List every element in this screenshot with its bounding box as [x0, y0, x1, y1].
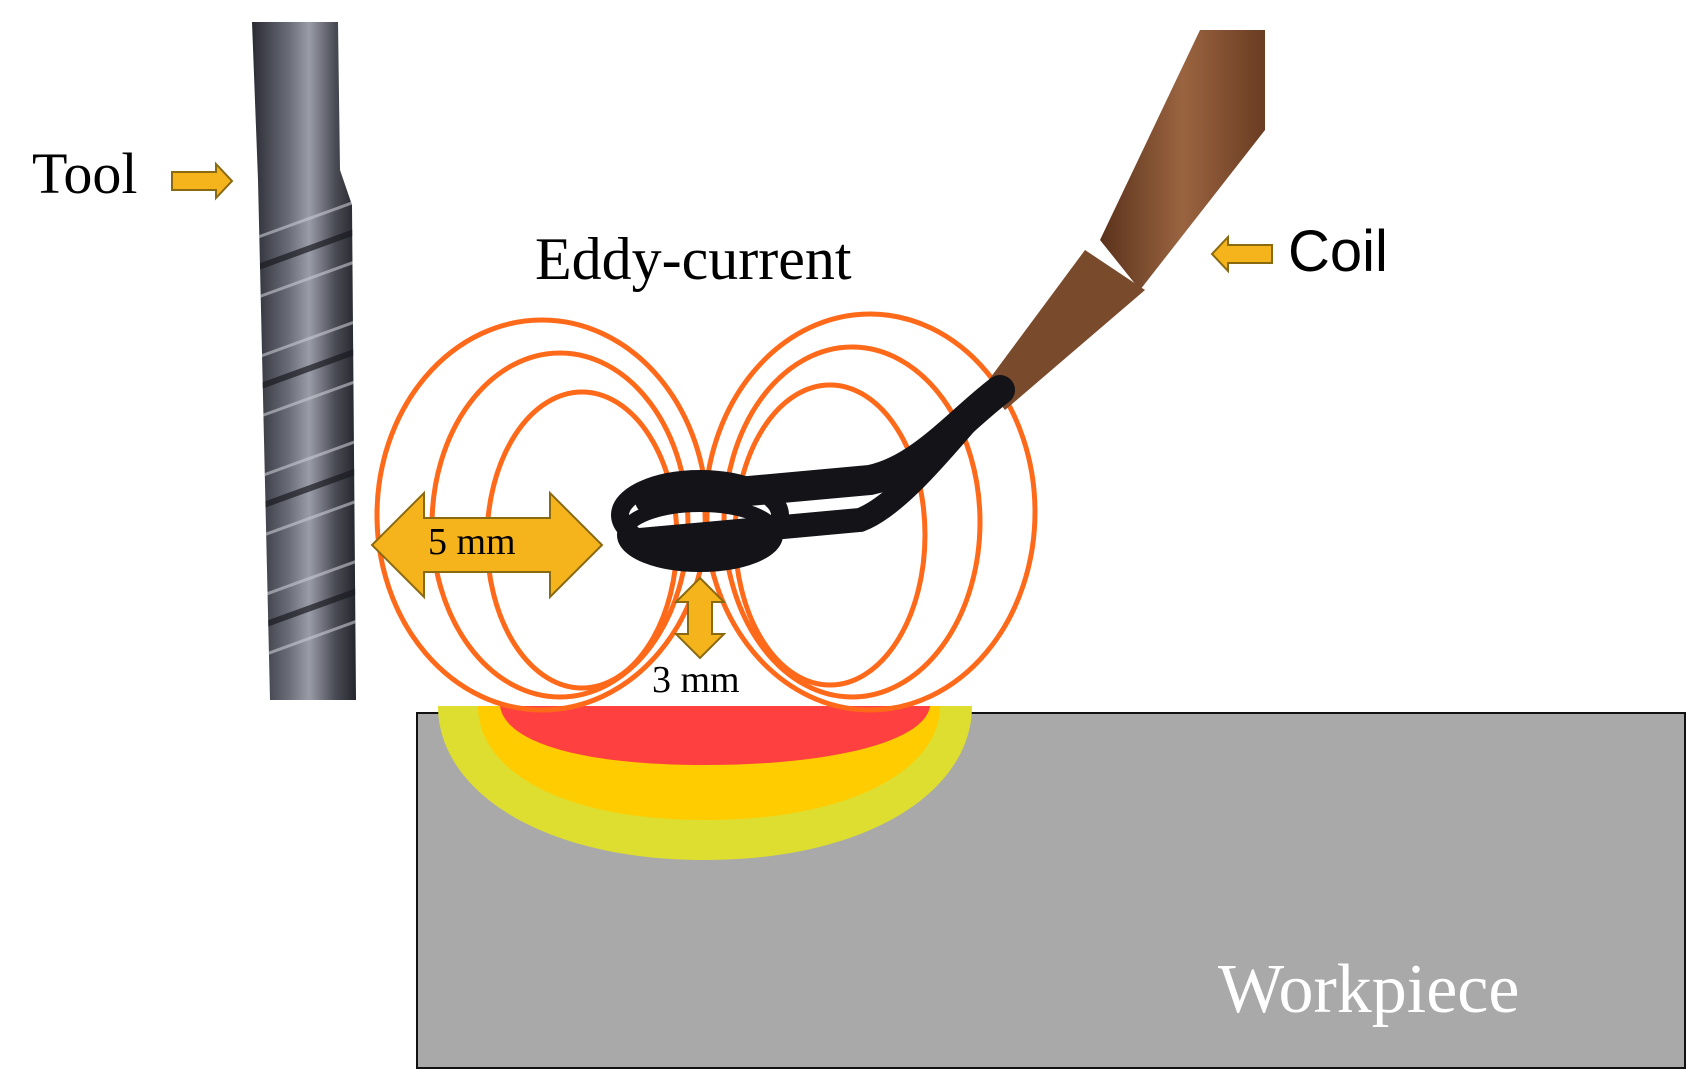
arrow-right-icon — [171, 161, 234, 201]
eddy-current-label: Eddy-current — [535, 226, 852, 292]
heat-zone-core — [500, 706, 930, 765]
coil-tube — [985, 30, 1265, 410]
arrow-left-icon — [1210, 234, 1273, 274]
workpiece-label: Workpiece — [1218, 951, 1520, 1028]
coil-wire — [611, 375, 1015, 572]
tool-label: Tool — [32, 141, 138, 206]
gap-vertical-label: 3 mm — [652, 659, 740, 701]
double-arrow-vertical-icon — [673, 576, 727, 660]
coil-label: Coil — [1288, 219, 1388, 284]
double-arrow-horizontal-icon — [370, 490, 604, 600]
gap-horizontal-label: 5 mm — [428, 521, 516, 563]
end-mill-tool — [252, 22, 356, 700]
